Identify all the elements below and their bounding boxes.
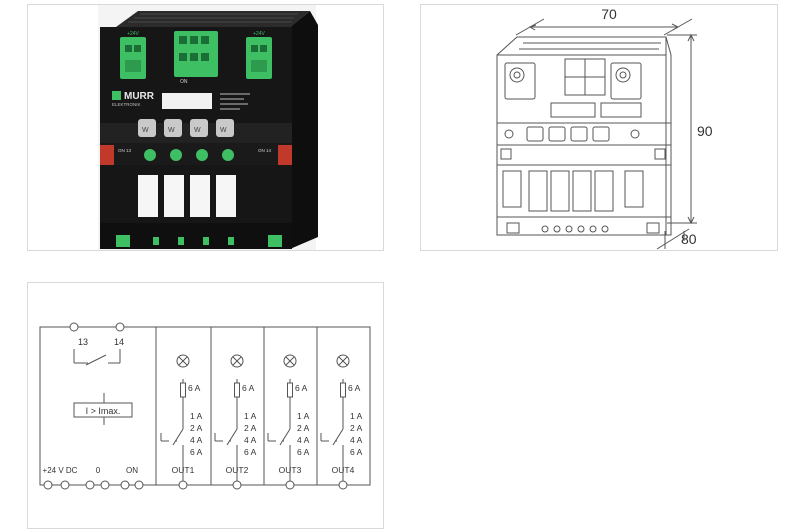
channel-1 [160,354,190,490]
brand-sub: ELEKTRONIK [112,102,141,107]
ch2-setting-2: 2 A [244,423,257,433]
channel-selectors: W W W W [138,119,234,137]
terminal-block-right: +24V [246,31,272,79]
channel-4 [320,354,350,490]
terminal-13 [69,322,79,332]
schematic-panel: 13 14 I > Imax. +24 V DC 0 ON 6 A 6 A 6 … [27,282,384,529]
channel-buttons [144,149,234,161]
ch4-setting-2: 2 A [350,423,363,433]
output-label-1: OUT1 [172,465,195,475]
ch4-setting-4: 6 A [350,447,363,457]
terminal-right-label: +24V [253,31,265,37]
device-outline [496,36,672,236]
terminal-block-middle: ON [174,31,218,85]
depth-label: 80 [681,231,697,247]
indicator-lamp-icon [283,354,297,368]
signal-contact-left [100,145,114,165]
ch3-setting-3: 4 A [297,435,310,445]
ch2-setting-4: 6 A [244,447,257,457]
input-terminals [43,480,144,490]
product-photo-panel: +24V ON +24V MURR ELEKTRONIK [27,4,384,251]
murr-logo: MURR ELEKTRONIK [112,91,155,107]
ch3-setting-1: 1 A [297,411,310,421]
svg-text:W: W [168,127,175,134]
indicator-lamp-icon [336,354,350,368]
output-terminal [338,480,348,490]
switch-icon [214,428,238,446]
current-monitor-box [73,402,133,418]
svg-text:W: W [194,127,201,134]
brand-name: MURR [124,91,155,102]
switch-icon [267,428,291,446]
width-label: 70 [601,6,617,22]
contact-left-label: ON 13 [118,148,132,153]
svg-text:W: W [142,127,149,134]
fuse-icon [340,382,346,398]
terminal-14 [115,322,125,332]
ch4-setting-1: 1 A [350,411,363,421]
fuse-icon [287,382,293,398]
switch-icon [320,428,344,446]
switch-icon [160,428,184,446]
ch4-setting-3: 4 A [350,435,363,445]
ch4-fuse: 6 A [348,383,361,393]
fuse-icon [234,382,240,398]
relay-contact [85,354,107,366]
height-label: 90 [697,123,713,139]
contact-14-label: 14 [114,337,124,347]
output-terminal [285,480,295,490]
indicator-lamp-icon [230,354,244,368]
dimension-drawing: 70 90 80 [496,6,713,250]
channel-2 [214,354,244,490]
output-terminal [178,480,188,490]
output-label-2: OUT2 [226,465,249,475]
ch1-setting-1: 1 A [190,411,203,421]
label-inserts [138,175,236,217]
product-photo: +24V ON +24V MURR ELEKTRONIK [98,5,318,250]
fuse-icon [180,382,186,398]
ch3-fuse: 6 A [295,383,308,393]
terminal-mid-label: ON [180,79,188,85]
indicator-lamp-icon [176,354,190,368]
terminal-block-left: +24V [120,31,146,79]
ch1-fuse: 6 A [188,383,201,393]
svg-text:W: W [220,127,227,134]
terminal-left-label: +24V [127,31,139,37]
ch1-setting-4: 6 A [190,447,203,457]
ch3-setting-2: 2 A [297,423,310,433]
dimension-drawing-panel: 70 90 80 [420,4,778,251]
ch2-setting-1: 1 A [244,411,257,421]
output-label-4: OUT4 [332,465,355,475]
input-label-0: 0 [96,466,101,475]
input-label-24v: +24 V DC [43,466,78,475]
ch3-setting-4: 6 A [297,447,310,457]
ch1-setting-3: 4 A [190,435,203,445]
bottom-terminals [116,235,282,247]
label-plate [162,93,212,109]
output-label-3: OUT3 [279,465,302,475]
input-label-on: ON [126,466,138,475]
signal-contact-right [278,145,292,165]
wiring-schematic: 13 14 I > Imax. +24 V DC 0 ON 6 A 6 A 6 … [39,322,371,490]
contact-13-label: 13 [78,337,88,347]
current-monitor-label: I > Imax. [86,406,121,416]
channel-3 [267,354,297,490]
ch1-setting-2: 2 A [190,423,203,433]
ch2-fuse: 6 A [242,383,255,393]
contact-right-label: ON 14 [258,148,272,153]
ch2-setting-3: 4 A [244,435,257,445]
output-terminal [232,480,242,490]
